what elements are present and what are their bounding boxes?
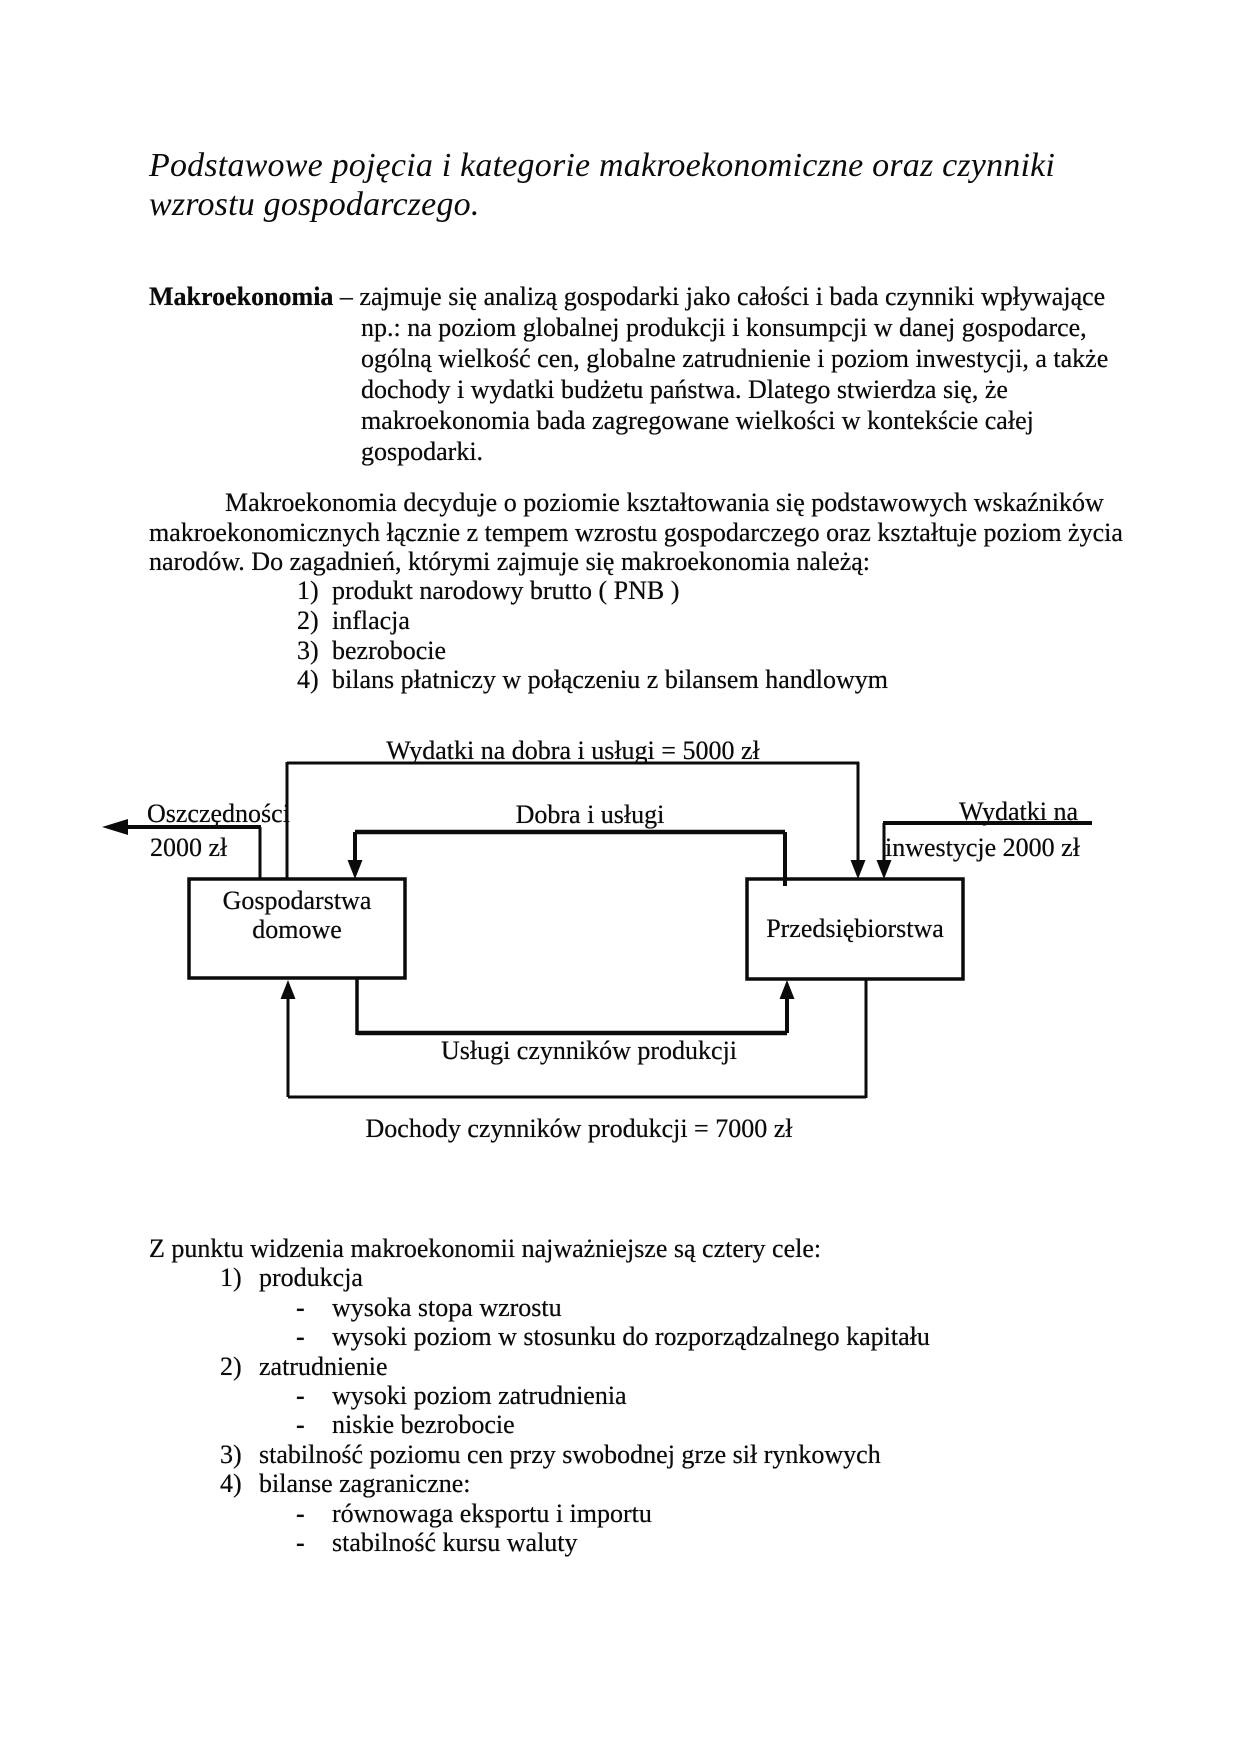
households-box-border	[187, 877, 407, 980]
goal-1-sub-2-text: wysoki poziom w stosunku do rozporządzal…	[332, 1322, 930, 1352]
goal-4-text: bilanse zagraniczne:	[259, 1469, 471, 1499]
label-top-expenditure: Wydatki na dobra i usługi = 5000 zł	[386, 736, 760, 765]
households-box-label-line-2: domowe	[252, 915, 342, 944]
arrow-up-factor-income-icon	[280, 980, 296, 999]
topic-item-2: 2) inflacja	[297, 606, 888, 636]
goals-section: Z punktu widzenia makroekonomii najważni…	[149, 1234, 930, 1557]
para2-line-2: makroekonomicznych łącznie z tempem wzro…	[149, 517, 1123, 547]
goal-item-1: 1) produkcja	[149, 1263, 930, 1292]
label-goods-services: Dobra i usługi	[515, 800, 665, 829]
goal-2-number: 2)	[220, 1351, 242, 1381]
para2-line-1: Makroekonomia decyduje o poziomie kształ…	[225, 488, 1104, 517]
circular-flow-diagram: Wydatki na dobra i usługi = 5000 zł Oszc…	[0, 690, 1240, 1160]
goal-2-subitem-1: -wysoki poziom zatrudnienia	[149, 1381, 930, 1410]
paragraph-makroekonomia: Makroekonomia – zajmuje się analizą gosp…	[149, 281, 1108, 467]
arrow-down-goods-icon	[347, 860, 363, 879]
bullet-dash: -	[296, 1498, 305, 1528]
goal-1-sub-1-text: wysoka stopa wzrostu	[332, 1292, 562, 1322]
arrow-left-savings-icon	[102, 819, 128, 835]
goal-3-text: stabilność poziomu cen przy swobodnej gr…	[259, 1439, 881, 1469]
para1-lead-text: – zajmuje się analizą gospodarki jako ca…	[333, 282, 1106, 311]
bullet-dash: -	[296, 1381, 305, 1411]
para1-line-1: Makroekonomia – zajmuje się analizą gosp…	[149, 281, 1108, 312]
label-investment-amount: inwestycje 2000 zł	[885, 833, 1080, 862]
bullet-dash: -	[296, 1410, 305, 1440]
goal-2-sub-1-text: wysoki poziom zatrudnienia	[332, 1381, 627, 1411]
document-title: Podstawowe pojęcia i kategorie makroekon…	[149, 146, 1055, 224]
households-box: Gospodarstwa domowe	[189, 886, 405, 944]
label-investment: Wydatki na	[958, 797, 1078, 826]
goals-intro: Z punktu widzenia makroekonomii najważni…	[149, 1234, 822, 1263]
goal-1-text: produkcja	[259, 1263, 363, 1293]
goal-4-subitem-1: -równowaga eksportu i importu	[149, 1499, 930, 1528]
topic-item-3: 3) bezrobocie	[297, 636, 888, 666]
goal-2-sub-2-text: niskie bezrobocie	[332, 1410, 515, 1440]
bullet-dash: -	[296, 1528, 305, 1558]
para1-line-3: ogólną wielkość cen, globalne zatrudnien…	[361, 344, 1109, 373]
para1-line-2: np.: na poziom globalnej produkcji i kon…	[361, 313, 1087, 342]
label-factor-income: Dochody czynników produkcji = 7000 zł	[365, 1114, 793, 1143]
label-factor-services: Usługi czynników produkcji	[440, 1036, 738, 1065]
goal-1-subitem-1: -wysoka stopa wzrostu	[149, 1293, 930, 1322]
bullet-dash: -	[296, 1292, 305, 1322]
topic-item-1: 1) produkt narodowy brutto ( PNB )	[297, 576, 888, 606]
households-box-label-line-1: Gospodarstwa	[222, 886, 372, 915]
label-savings-amount: 2000 zł	[150, 833, 228, 862]
topic-3-text: bezrobocie	[332, 635, 447, 665]
topic-1-text: produkt narodowy brutto ( PNB )	[332, 576, 680, 605]
title-line-1: Podstawowe pojęcia i kategorie makroekon…	[149, 147, 1056, 184]
goal-1-number: 1)	[220, 1263, 242, 1293]
goal-4-sub-2-text: stabilność kursu waluty	[332, 1528, 578, 1558]
title-line-2: wzrostu gospodarczego.	[149, 186, 480, 223]
arrow-up-factor-services-icon	[779, 980, 795, 999]
paragraph-wskazniki: Makroekonomia decyduje o poziomie kształ…	[149, 488, 1123, 577]
goal-item-4: 4) bilanse zagraniczne:	[149, 1469, 930, 1498]
goal-item-3: 3) stabilność poziomu cen przy swobodnej …	[149, 1440, 930, 1469]
goal-item-2: 2) zatrudnienie	[149, 1352, 930, 1381]
goal-4-subitem-2: -stabilność kursu waluty	[149, 1528, 930, 1557]
goal-4-sub-1-text: równowaga eksportu i importu	[332, 1498, 652, 1528]
topic-item-4: 4) bilans płatniczy w połączeniu z bilans…	[297, 665, 888, 695]
topic-2-text: inflacja	[332, 605, 410, 635]
goal-3-number: 3)	[220, 1439, 242, 1469]
para1-line-4: dochody i wydatki budżetu państwa. Dlate…	[361, 375, 1008, 404]
diagram-canvas	[102, 761, 1092, 1099]
arrow-down-investment-icon	[876, 860, 892, 879]
label-savings: Oszczędności	[147, 799, 290, 828]
para1-line-5: makroekonomia bada zagregowane wielkości…	[361, 406, 1034, 435]
goal-2-subitem-2: -niskie bezrobocie	[149, 1410, 930, 1439]
topic-1-number: 1)	[297, 576, 319, 605]
topic-4-text: bilans płatniczy w połączeniu z bilansem…	[332, 665, 888, 695]
enterprises-box-border	[745, 877, 965, 981]
topic-2-number: 2)	[297, 605, 319, 635]
enterprises-box: Przedsiębiorstwa	[766, 914, 944, 943]
goal-2-text: zatrudnienie	[259, 1351, 388, 1381]
goal-4-number: 4)	[220, 1469, 242, 1499]
topic-3-number: 3)	[297, 635, 319, 665]
topics-list: 1) produkt narodowy brutto ( PNB ) 2) infl…	[297, 576, 888, 695]
bullet-dash: -	[296, 1322, 305, 1352]
goal-1-subitem-2: -wysoki poziom w stosunku do rozporządza…	[149, 1322, 930, 1351]
para2-line-3: narodów. Do zagadnień, którymi zajmuje s…	[149, 547, 871, 577]
makroekonomia-term: Makroekonomia	[149, 282, 334, 311]
topic-4-number: 4)	[297, 665, 319, 695]
arrow-down-expenditure-icon	[850, 860, 866, 879]
para1-line-6: gospodarki.	[361, 437, 484, 466]
